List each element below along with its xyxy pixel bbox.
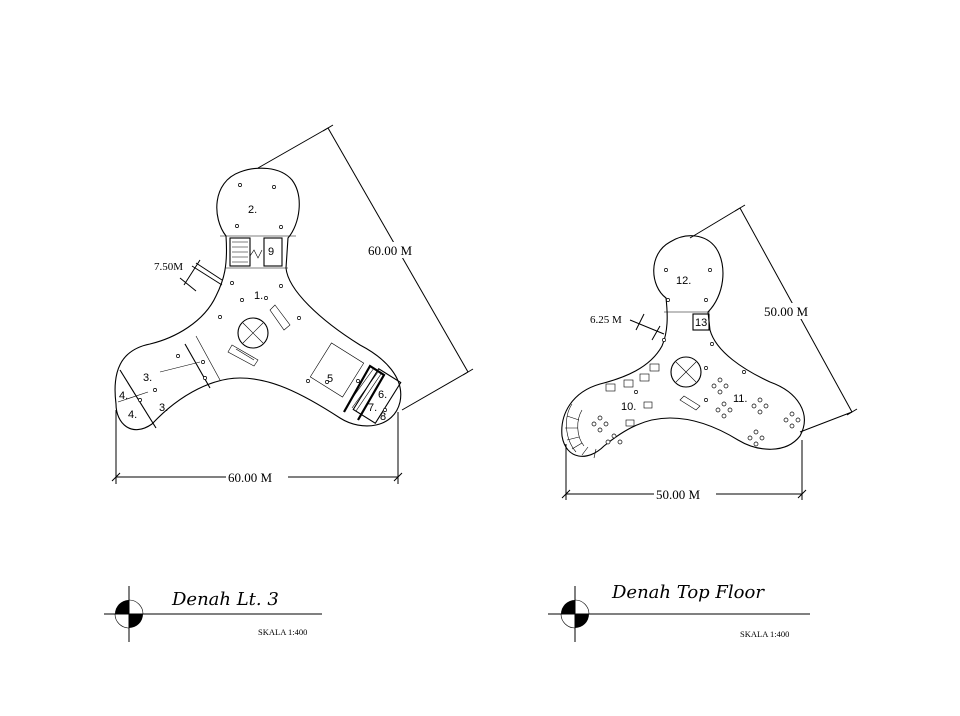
room-label-10: 10.	[621, 401, 636, 413]
dim-diagonal-50: 50.00 M	[764, 304, 809, 319]
plan-lt3-outline	[114, 167, 402, 431]
atrium	[237, 317, 269, 349]
room-label-8: 8	[380, 411, 386, 423]
stair-left	[229, 237, 251, 267]
atrium-top	[670, 356, 702, 388]
room-6-7-block	[352, 368, 402, 424]
room-label-4b: 4.	[128, 409, 137, 421]
plan-top-outline	[561, 235, 805, 457]
section-marker-icon	[115, 600, 129, 614]
room-5-block	[309, 342, 365, 398]
lift-13	[692, 313, 710, 331]
room-label-6: 6.	[378, 389, 387, 401]
room-label-3b: 3.	[159, 402, 168, 414]
dimension-corridor-lt3: 7.50M	[154, 259, 223, 292]
plan-top-floor: 12. 13 10. 11. 50.00 M 50.00 M 6.25 M	[561, 204, 858, 502]
room-label-3a: 3.	[143, 372, 152, 384]
title-block-top: Denah Top Floor SKALA 1:400	[548, 582, 810, 642]
plan-title-lt3: Denah Lt. 3	[171, 589, 279, 610]
tables-restaurant-10	[591, 363, 660, 445]
plan-title-top: Denah Top Floor	[611, 582, 765, 603]
scale-label-top: SKALA 1:400	[740, 629, 789, 639]
room-label-9: 9	[268, 246, 274, 258]
dimension-diagonal-top: 50.00 M	[689, 204, 858, 433]
tables-restaurant-11	[711, 377, 801, 447]
section-marker-icon	[561, 600, 575, 614]
room-label-7: 7.	[368, 402, 377, 414]
dimension-corridor-top: 6.25 M	[590, 313, 665, 341]
room-label-1: 1.	[254, 290, 263, 302]
dim-corridor-750: 7.50M	[154, 261, 183, 273]
room-label-5: 5	[327, 373, 333, 385]
room-label-4a: 4.	[119, 390, 128, 402]
dimension-horizontal-lt3: 60.00 M	[111, 410, 403, 485]
dimension-diagonal-lt3: 60.00 M	[257, 124, 474, 411]
columns-lt3	[138, 183, 387, 412]
dimension-horizontal-top: 50.00 M	[561, 440, 807, 502]
columns-top	[634, 268, 746, 402]
scale-label-lt3: SKALA 1:400	[258, 627, 307, 637]
dim-horizontal-50: 50.00 M	[656, 487, 701, 502]
title-block-lt3: Denah Lt. 3 SKALA 1:400	[104, 586, 322, 642]
dim-corridor-625: 6.25 M	[590, 314, 622, 326]
room-label-13: 13	[695, 317, 707, 329]
dim-diagonal-60: 60.00 M	[368, 243, 413, 258]
room-label-11: 11.	[733, 393, 747, 405]
lift-9	[263, 237, 283, 267]
plan-lt3: 2. 1. 9 3. 3. 4. 4. 5 6. 7. 8 60.00 M 60…	[111, 124, 474, 485]
dim-horizontal-60: 60.00 M	[228, 470, 273, 485]
room-label-2: 2.	[248, 204, 257, 216]
room-label-12: 12.	[676, 275, 691, 287]
